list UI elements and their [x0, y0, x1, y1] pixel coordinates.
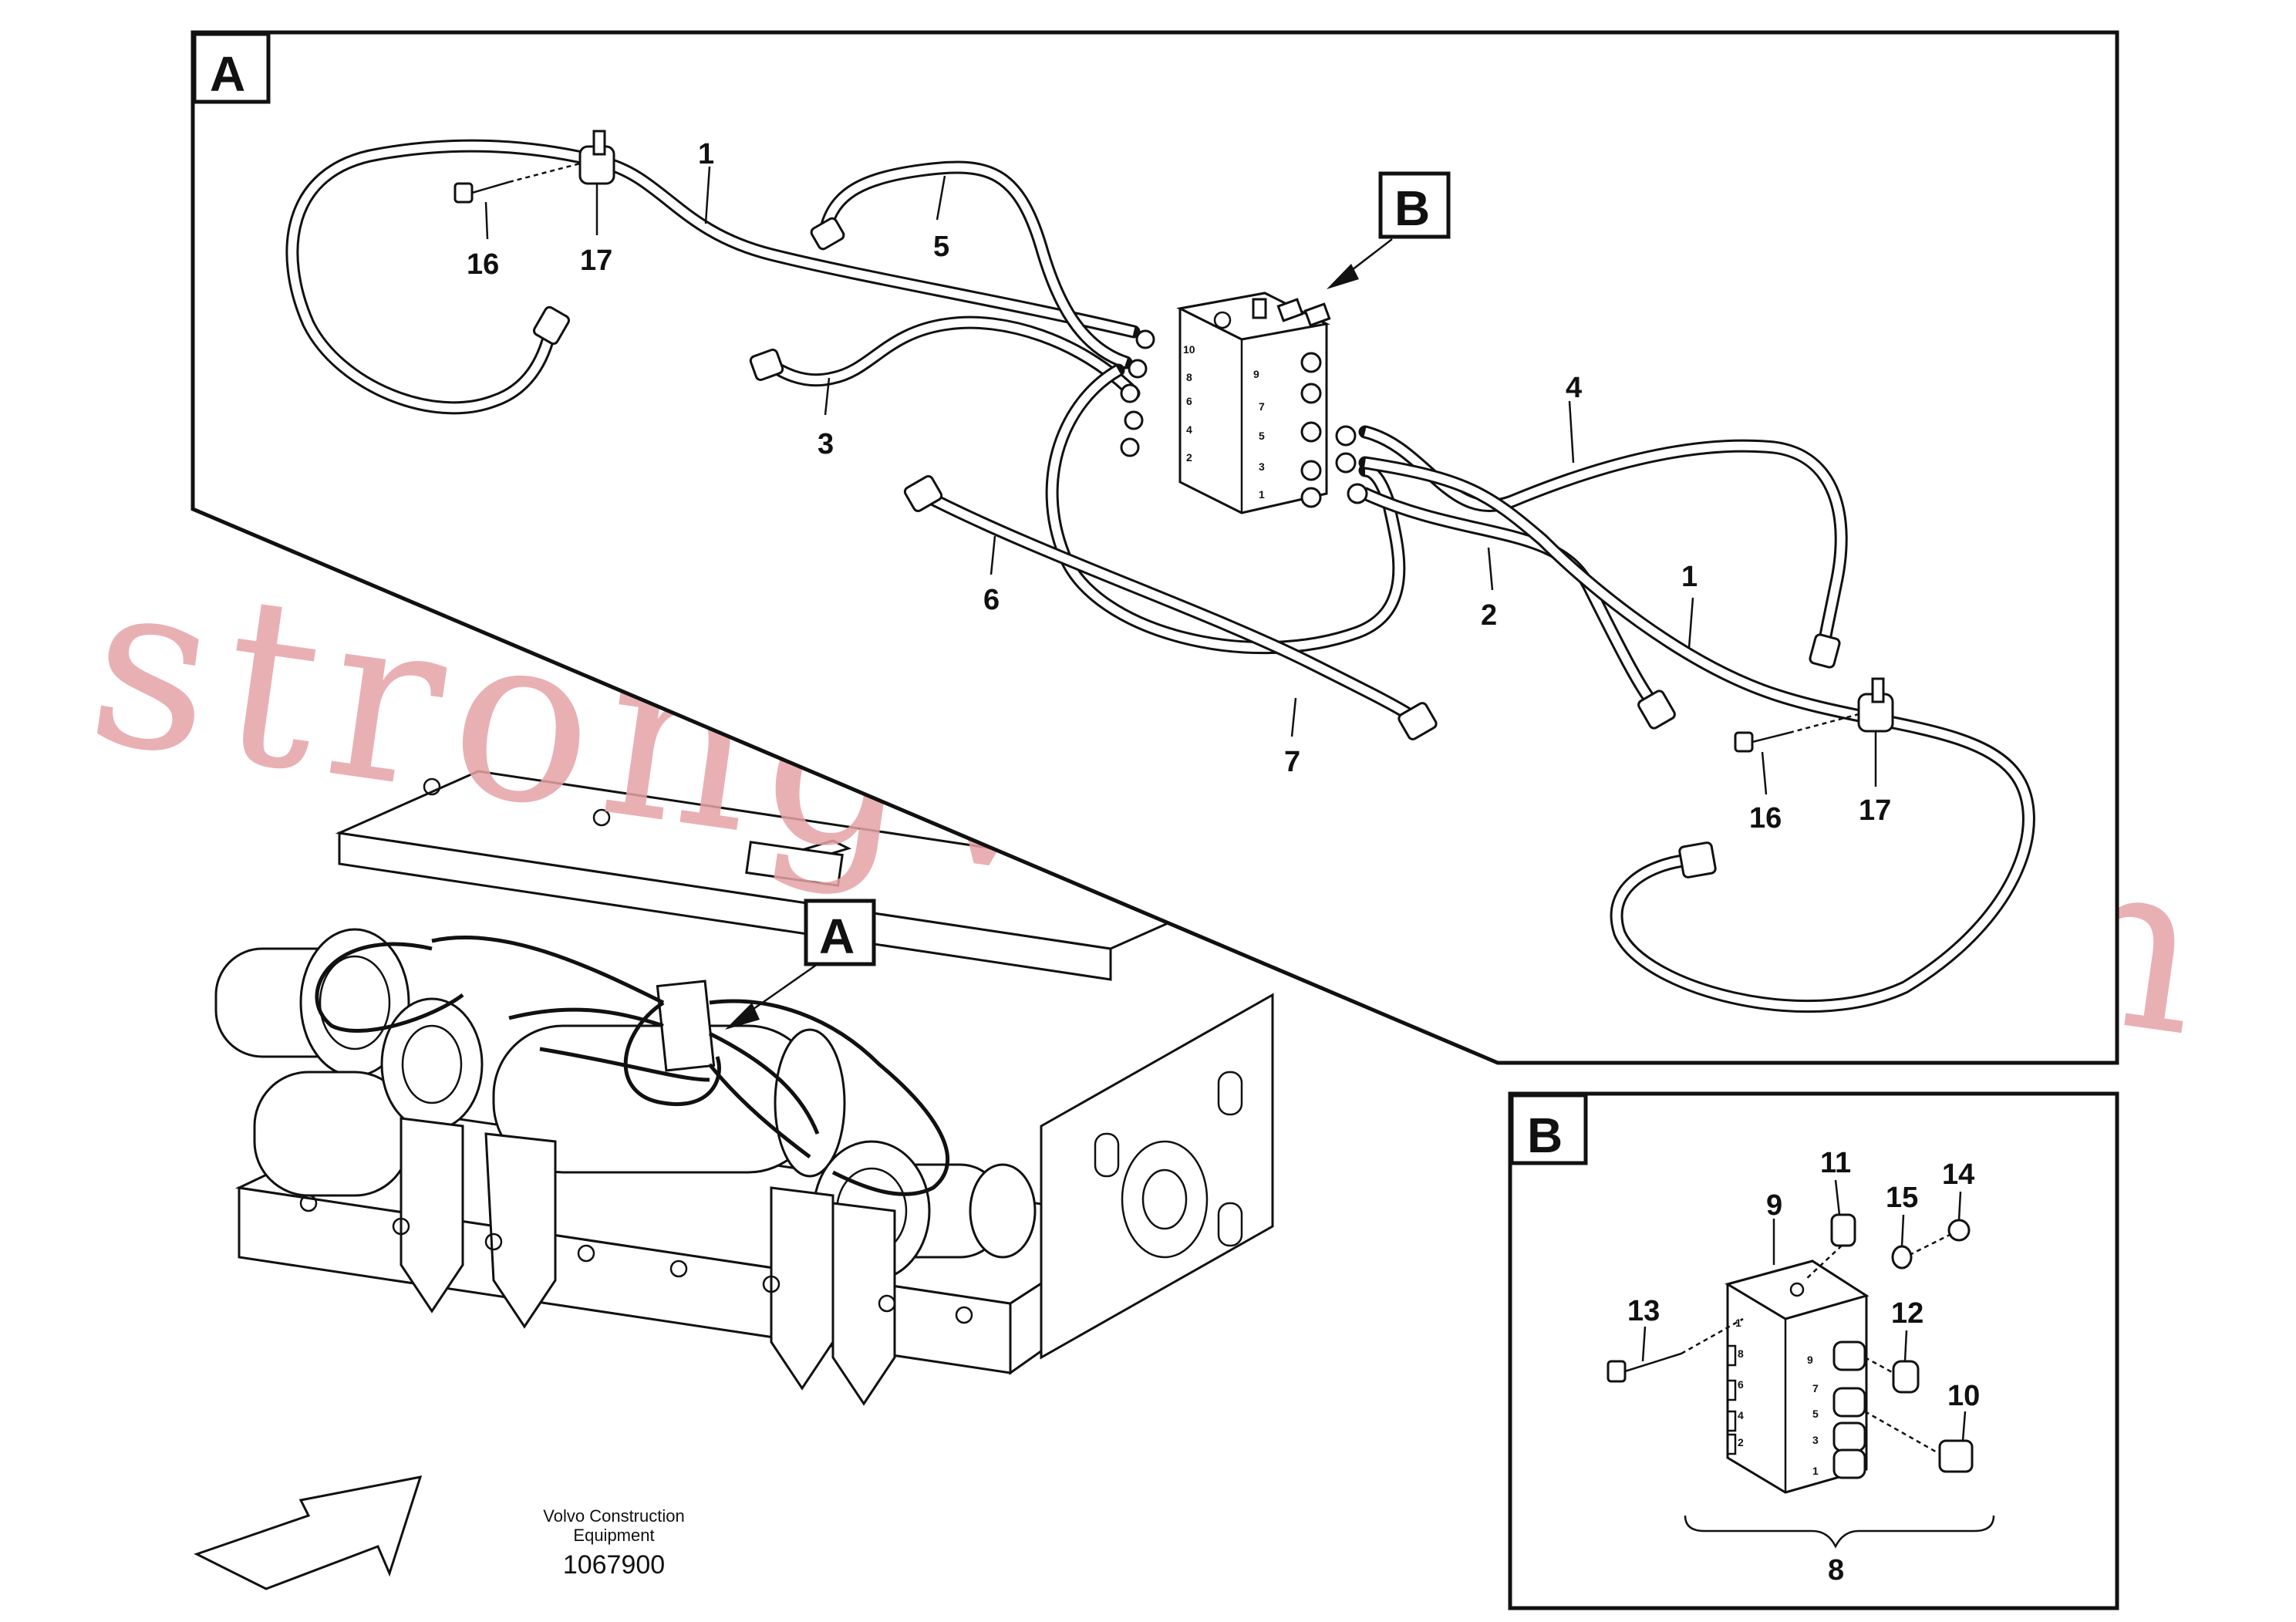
credit-line-2: Equipment	[573, 1526, 654, 1545]
svg-text:8: 8	[1738, 1347, 1744, 1360]
callout-7: 7	[1284, 746, 1300, 778]
callout-9: 9	[1766, 1189, 1782, 1222]
detail-b-callouts: 9 11 15 14 13 12 10 8	[1627, 1147, 1980, 1587]
callout-13: 13	[1627, 1295, 1660, 1327]
detail-b-label-box	[1509, 1093, 1588, 1165]
bolt-16-left	[453, 180, 510, 204]
callout-8: 8	[1828, 1554, 1844, 1587]
bolt-16-right	[1734, 731, 1790, 753]
callout-1-top: 1	[698, 138, 714, 170]
port-10: 10	[1183, 343, 1195, 356]
port-1: 1	[1259, 488, 1265, 501]
svg-text:B: B	[1394, 180, 1430, 236]
callout-12: 12	[1891, 1297, 1923, 1330]
callout-10: 10	[1947, 1380, 1980, 1412]
detail-a-frame	[190, 30, 2119, 1065]
view-direction-arrow	[194, 1475, 423, 1590]
svg-text:6: 6	[1738, 1378, 1744, 1391]
callout-17-right: 17	[1859, 794, 1891, 827]
port-9: 9	[1253, 368, 1259, 380]
svg-text:4: 4	[1738, 1409, 1744, 1421]
detail-b-label: B	[1527, 1108, 1563, 1163]
callout-15: 15	[1886, 1182, 1918, 1214]
svg-text:5: 5	[1812, 1408, 1819, 1420]
svg-text:A: A	[819, 909, 855, 964]
callout-16-left: 16	[467, 248, 499, 281]
callout-16-right: 16	[1749, 802, 1782, 835]
detail-b-pointer: B	[1327, 171, 1451, 289]
port-4: 4	[1186, 423, 1192, 436]
callout-14: 14	[1942, 1158, 1974, 1191]
detail-a-label-box	[192, 32, 271, 104]
svg-text:3: 3	[1812, 1434, 1819, 1446]
port-3: 3	[1259, 460, 1265, 473]
callout-3: 3	[818, 428, 834, 460]
callout-1-right: 1	[1681, 561, 1698, 593]
overview-machine-illustration	[214, 770, 1274, 1406]
callout-5: 5	[933, 231, 949, 263]
port-2: 2	[1186, 451, 1192, 464]
overview-a-pointer: A	[725, 899, 876, 1030]
credit-line-1: Volvo Construction	[543, 1506, 684, 1526]
port-5: 5	[1259, 430, 1265, 442]
port-7: 7	[1259, 400, 1265, 413]
detail-a-hoses	[285, 130, 2035, 1013]
callout-11: 11	[1820, 1147, 1851, 1179]
svg-text:1: 1	[1812, 1465, 1819, 1477]
svg-text:9: 9	[1807, 1354, 1813, 1366]
drawing-number: 1067900	[563, 1550, 665, 1580]
detail-a-callouts: 1 5 3 6 7 4 2 1 16 17 16 17	[467, 138, 1891, 835]
svg-text:1: 1	[1735, 1317, 1741, 1329]
detail-a-label: A	[210, 46, 245, 102]
callout-17-left: 17	[580, 244, 612, 277]
svg-text:7: 7	[1812, 1382, 1819, 1394]
port-6: 6	[1186, 395, 1192, 407]
port-8: 8	[1186, 371, 1192, 383]
callout-2: 2	[1481, 599, 1497, 632]
detail-a-valve-block: 10 8 6 4 2 9 7 5 3 1	[1120, 292, 1368, 514]
callout-6: 6	[983, 584, 1000, 616]
callout-4: 4	[1566, 372, 1582, 404]
svg-text:2: 2	[1738, 1436, 1744, 1448]
detail-b-valve-block: 1 8 6 4 2 9 7 5 3 1	[1607, 1213, 1995, 1549]
